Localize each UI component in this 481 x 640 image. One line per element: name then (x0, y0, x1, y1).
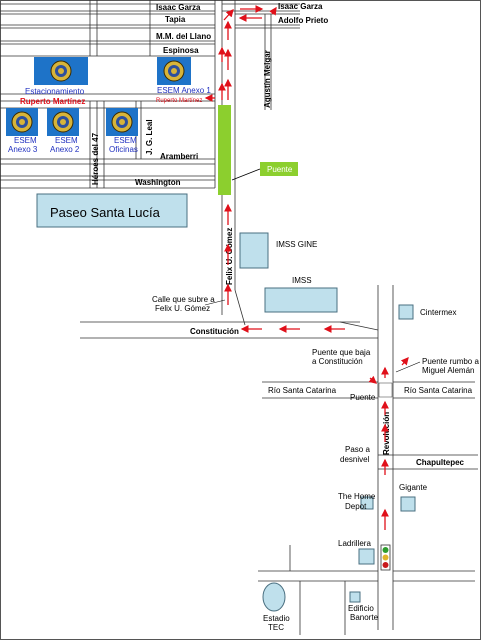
street-tapia: Tapia (165, 15, 186, 24)
esem-estacionamiento (34, 57, 88, 85)
chapultepec-road (378, 454, 478, 470)
esem-anexo-3 (6, 108, 38, 136)
street-heroes-del-47: Héroes del 47 (91, 132, 100, 185)
note-puente-baja-b: a Constitución (312, 357, 363, 366)
building-estadio-tec (262, 582, 286, 612)
rio-santa-catarina-road (262, 381, 475, 399)
puente-callout-pointer (231, 168, 261, 181)
street-rio-santa-catarina: Río Santa Catarina (268, 386, 337, 395)
street-ruperto-martinez-small: Ruperto Martínez (156, 98, 202, 104)
label-esem-anexo-2-b: Anexo 2 (50, 145, 80, 154)
street-isaac-garza: Isaac Garza (156, 3, 201, 12)
street-mm-del-llano: M.M. del Llano (156, 32, 211, 41)
note-puente-baja-a: Puente que baja (312, 348, 371, 357)
label-paseo-santa-lucia: Paseo Santa Lucía (50, 205, 161, 220)
label-ladrillera: Ladrillera (338, 539, 371, 548)
note-paso-desnivel-a: Paso a (345, 445, 370, 454)
label-estacionamiento: Estacionamiento (25, 87, 85, 96)
label-home-depot-b: Depot (345, 502, 367, 511)
street-ruperto-martinez: Ruperto Martínez (20, 97, 85, 106)
label-cintermex: Cintermex (420, 308, 456, 317)
label-home-depot-a: The Home (338, 492, 376, 501)
street-washington: Washington (135, 178, 181, 187)
label-imss: IMSS (292, 276, 312, 285)
note-calle-sube-a: Calle que subre a (152, 295, 215, 304)
street-rio-santa-catarina-right: Río Santa Catarina (404, 386, 473, 395)
label-gigante: Gigante (399, 483, 428, 492)
label-imss-gine: IMSS GINE (276, 240, 317, 249)
note-puente-rumbo-a: Puente rumbo a (422, 357, 479, 366)
label-estadio-a: Estadio (263, 614, 290, 623)
note-calle-sube-b: Felix U. Gómez (155, 304, 210, 313)
building-banorte (349, 591, 361, 603)
note-paso-desnivel-b: desnivel (340, 455, 370, 464)
street-adolfo-prieto: Adolfo Prieto (278, 16, 328, 25)
label-estadio-b: TEC (268, 623, 284, 632)
building-imss-gine (239, 232, 269, 269)
label-esem-anexo-3-a: ESEM (14, 136, 37, 145)
constitucion-road (80, 321, 379, 339)
bottom-roads (258, 545, 475, 635)
felix-u-gomez-road (221, 289, 246, 326)
label-esem-oficinas-b: Oficinas (109, 145, 138, 154)
label-esem-anexo-1: ESEM Anexo 1 (157, 86, 211, 95)
esem-anexo-1 (157, 57, 191, 85)
street-chapultepec: Chapultepec (416, 458, 465, 467)
label-esem-anexo-3-b: Anexo 3 (8, 145, 38, 154)
building-gigante (400, 496, 416, 512)
puente-callout (260, 162, 298, 176)
esem-oficinas (106, 108, 138, 136)
label-esem-anexo-2-a: ESEM (55, 136, 78, 145)
revolucion-road (377, 285, 394, 630)
bridge-segment (218, 105, 231, 195)
label-esem-oficinas-a: ESEM (114, 136, 137, 145)
building-imss (264, 287, 338, 313)
street-jg-leal: J. G. Leal (145, 119, 154, 155)
building-ladrillera (358, 548, 375, 565)
street-grid-vertical (89, 0, 272, 300)
building-home-depot (360, 496, 374, 510)
street-puente-label: Puente (350, 393, 376, 402)
route-arrows (204, 5, 409, 530)
building-cintermex (398, 304, 414, 320)
street-isaac-garza-right: Isaac Garza (278, 2, 323, 11)
label-banorte-a: Edificio (348, 604, 374, 613)
esem-anexo-2 (47, 108, 79, 136)
street-felix-u-gomez: Felix U. Gómez (225, 228, 234, 285)
street-constitucion: Constitución (190, 327, 239, 336)
label-banorte-b: Banorte (350, 613, 379, 622)
note-puente-rumbo-b: Miguel Alemán (422, 366, 474, 375)
paseo-santa-lucia-area (36, 193, 188, 228)
street-aramberri: Aramberri (160, 152, 198, 161)
street-revolucion: Revolución (382, 412, 391, 455)
traffic-light-icon (380, 544, 391, 571)
street-espinosa: Espinosa (163, 46, 199, 55)
street-agustin-melgar: Agustín Melgar (263, 50, 272, 108)
label-puente-callout: Puente (267, 165, 293, 174)
